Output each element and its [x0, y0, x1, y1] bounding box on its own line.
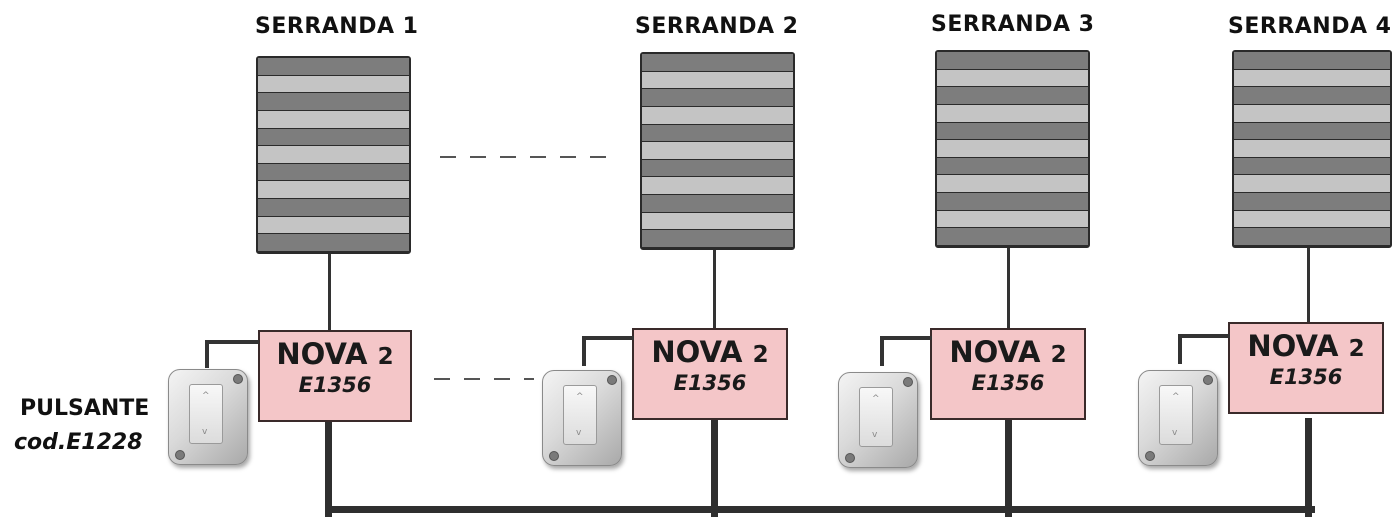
shutter-1-link [328, 254, 331, 330]
screw-icon [175, 450, 185, 460]
shutter-slat [642, 212, 793, 231]
shutter-slat [937, 122, 1088, 141]
shutter-slat [937, 228, 1088, 246]
shutter-slat [642, 71, 793, 90]
shutter-3 [935, 50, 1090, 248]
screw-icon [903, 377, 913, 387]
shutter-slat [937, 140, 1088, 158]
screw-icon [1145, 451, 1155, 461]
switch-wire-1 [205, 340, 259, 368]
shutter-slat [258, 181, 409, 200]
pulsante-code: cod.E1228 [14, 430, 143, 455]
shutter-slat [258, 75, 409, 94]
controller-4-name: NOVA 2 [1247, 329, 1365, 363]
controller-1: NOVA 2 E1356 [258, 330, 412, 422]
pulsante-switch-3 [838, 372, 918, 468]
pulsante-switch-4 [1138, 370, 1218, 466]
shutter-slat [642, 195, 793, 213]
shutter-slat [937, 175, 1088, 194]
controller-1-code: E1356 [298, 373, 372, 397]
shutter-slat [1234, 175, 1390, 194]
pulsante-switch-1 [168, 369, 248, 465]
shutter-slat [1234, 52, 1390, 70]
shutter-slat [258, 58, 409, 76]
shutter-slat [258, 146, 409, 164]
shutter-slat [1234, 228, 1390, 246]
shutter-slat [1234, 140, 1390, 158]
shutter-3-link [1007, 248, 1010, 328]
bus-drop-4 [1305, 418, 1312, 517]
switch-plate [1159, 385, 1193, 445]
shutter-slat [258, 163, 409, 182]
shutter-slat [642, 89, 793, 107]
shutter-slat [258, 234, 409, 252]
shutter-slat [258, 93, 409, 111]
controller-3: NOVA 2 E1356 [930, 328, 1086, 420]
controller-3-code: E1356 [971, 371, 1045, 395]
shutter-slat [937, 157, 1088, 176]
serranda-2-title: SERRANDA 2 [635, 14, 799, 39]
shutter-slat [642, 142, 793, 160]
controller-1-name: NOVA 2 [276, 337, 394, 371]
screw-icon [845, 453, 855, 463]
pulsante-title: PULSANTE [20, 396, 150, 421]
switch-wire-2 [582, 336, 634, 366]
switch-plate [859, 387, 893, 447]
screw-icon [549, 451, 559, 461]
shutter-slat [642, 230, 793, 248]
serranda-3-title: SERRANDA 3 [931, 12, 1095, 37]
shutter-slat [1234, 104, 1390, 123]
screw-icon [233, 374, 243, 384]
screw-icon [1203, 375, 1213, 385]
shutter-slat [1234, 69, 1390, 88]
controller-2: NOVA 2 E1356 [632, 328, 788, 420]
serranda-4-title: SERRANDA 4 [1228, 14, 1392, 39]
switch-plate [189, 384, 223, 444]
shutter-slat [258, 128, 409, 147]
screw-icon [607, 375, 617, 385]
controller-2-code: E1356 [673, 371, 747, 395]
controller-4: NOVA 2 E1356 [1228, 322, 1384, 414]
shutter-slat [642, 124, 793, 143]
shutter-slat [258, 199, 409, 217]
shutter-slat [937, 104, 1088, 123]
continuation-dash-top [440, 156, 612, 158]
shutter-slat [937, 52, 1088, 70]
shutter-slat [642, 54, 793, 72]
switch-plate [563, 385, 597, 445]
continuation-dash-bottom [434, 378, 534, 380]
shutter-slat [258, 216, 409, 235]
shutter-4 [1232, 50, 1392, 248]
pulsante-switch-2 [542, 370, 622, 466]
shutter-slat [937, 210, 1088, 229]
bus-drop-1 [325, 420, 332, 517]
shutter-slat [937, 193, 1088, 211]
shutter-slat [642, 159, 793, 178]
shutter-2 [640, 52, 795, 250]
shutter-slat [1234, 193, 1390, 211]
shutter-slat [1234, 210, 1390, 229]
shutter-slat [642, 106, 793, 125]
shutter-slat [258, 110, 409, 129]
shutter-slat [937, 87, 1088, 105]
shutter-2-link [713, 250, 716, 328]
shutter-slat [1234, 157, 1390, 176]
shutter-4-link [1307, 248, 1310, 322]
shutter-slat [1234, 87, 1390, 105]
shutter-slat [642, 177, 793, 196]
switch-wire-3 [880, 336, 932, 366]
shutter-slat [1234, 122, 1390, 141]
bus-drop-2 [711, 420, 718, 517]
shutter-1 [256, 56, 411, 254]
bus-line [325, 506, 1315, 513]
bus-drop-3 [1005, 420, 1012, 517]
controller-2-name: NOVA 2 [651, 335, 769, 369]
serranda-1-title: SERRANDA 1 [255, 14, 419, 39]
controller-3-name: NOVA 2 [949, 335, 1067, 369]
controller-4-code: E1356 [1269, 365, 1343, 389]
shutter-slat [937, 69, 1088, 88]
switch-wire-4 [1178, 334, 1230, 364]
